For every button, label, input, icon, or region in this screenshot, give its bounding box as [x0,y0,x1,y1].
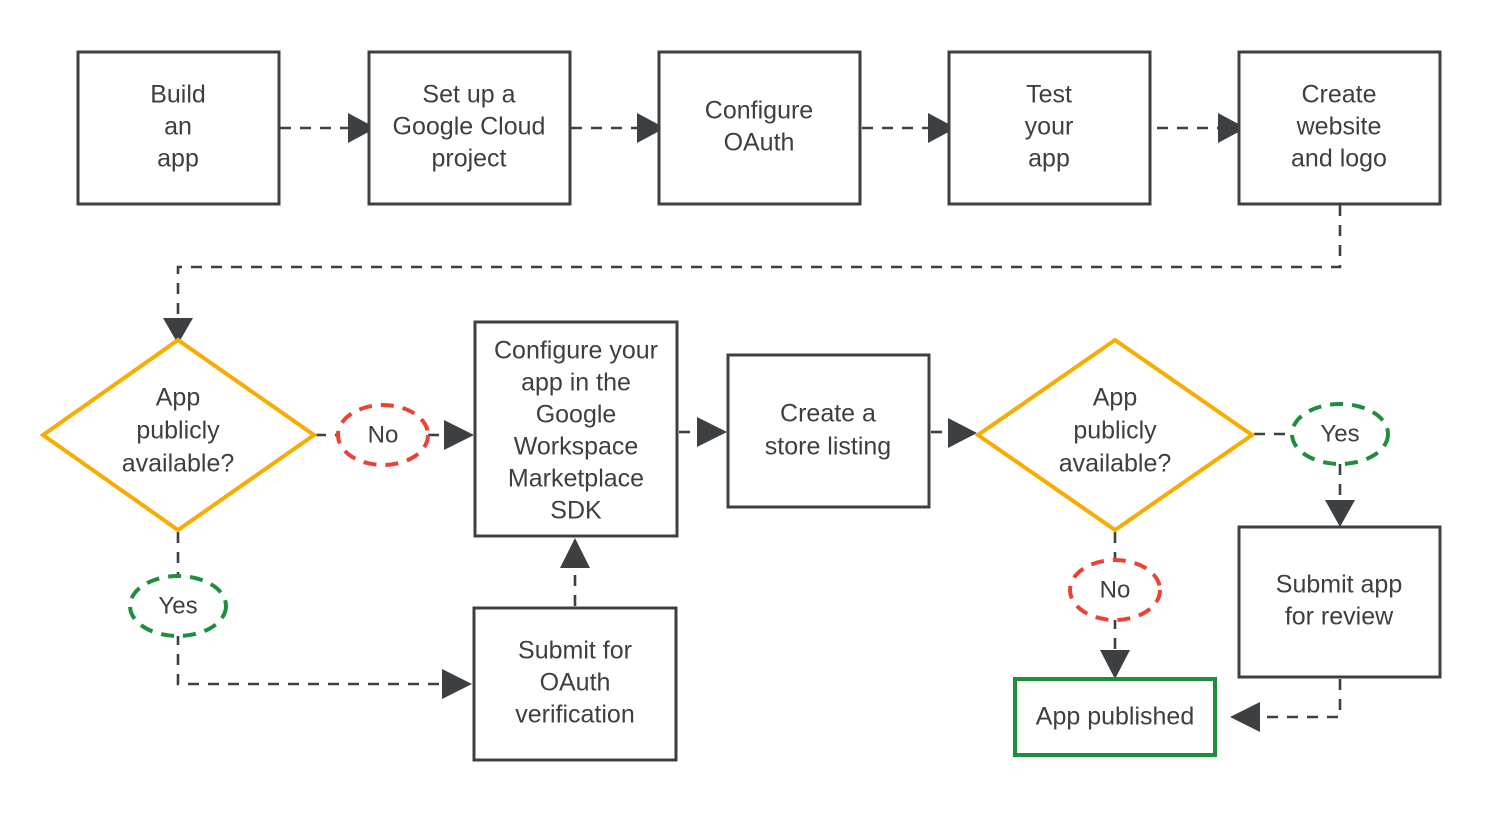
node-build-an-app-line-0: Build [150,81,206,109]
node-submit-oauth-verification-line-0: Submit for [518,637,632,665]
node-decision-public-left[interactable]: App publicly available? [39,337,318,533]
node-create-website-and-logo-line-1: website [1296,113,1382,141]
node-configure-in-sdk-line-2: Google [536,401,617,429]
node-app-published-line-0: App published [1036,703,1194,731]
edge-submit-oauth-to-sdk [560,538,590,606]
edge-label-yes-right-text: Yes [1320,420,1359,447]
node-set-up-google-cloud-line-0: Set up a [422,81,515,109]
node-create-store-listing-line-0: Create a [780,400,876,428]
edge-test-to-website [1157,113,1246,143]
node-build-an-app-line-2: app [157,145,199,173]
node-submit-oauth-verification[interactable]: Submit for OAuth verification [472,606,678,762]
edge-label-yes-left: Yes [128,574,228,638]
node-decision-public-right-line-1: publicly [1073,417,1157,445]
node-submit-oauth-verification-line-1: OAuth [540,669,611,697]
node-configure-oauth-line-1: OAuth [724,129,795,157]
edge-label-no-right-text: No [1100,576,1131,603]
edge-yes-label-to-submit-oauth [176,634,472,699]
edge-setup-to-oauth [571,113,665,143]
edge-store-listing-to-decision-right [931,418,977,448]
edge-no-label-to-app-published [1100,618,1130,679]
node-test-your-app-line-0: Test [1026,81,1072,109]
edge-sdk-to-store-listing [679,417,727,447]
node-set-up-google-cloud-line-1: Google Cloud [393,113,546,141]
edge-build-to-setup [280,113,376,143]
node-create-store-listing-line-1: store listing [765,433,891,461]
node-submit-oauth-verification-line-2: verification [515,701,635,729]
node-configure-in-sdk-line-0: Configure your [494,337,658,365]
edge-label-no-right: No [1068,558,1162,622]
edge-label-no-left-text: No [368,421,399,448]
node-set-up-google-cloud-line-2: project [431,145,506,173]
node-build-an-app-line-1: an [164,113,192,141]
edge-label-yes-right: Yes [1290,402,1390,466]
node-build-an-app[interactable]: Build an app [76,50,281,206]
node-test-your-app-line-2: app [1028,145,1070,173]
node-configure-in-sdk-line-1: app in the [521,369,631,397]
node-create-website-and-logo-line-2: and logo [1291,145,1387,173]
node-decision-public-left-line-1: publicly [136,417,220,445]
node-create-store-listing[interactable]: Create a store listing [726,353,931,509]
edge-label-layer: No Yes Yes No [128,402,1390,638]
edge-yes-label-to-submit-review [1325,464,1355,527]
node-decision-public-left-line-2: available? [122,450,235,478]
node-set-up-google-cloud[interactable]: Set up a Google Cloud project [367,50,572,206]
node-test-your-app-line-1: your [1025,113,1074,141]
edge-no-label-to-sdk [428,420,474,450]
node-decision-public-right-line-2: available? [1059,450,1172,478]
node-app-published[interactable]: App published [1013,677,1217,757]
node-decision-public-left-line-0: App [156,384,200,412]
edge-oauth-to-test [862,113,956,143]
edge-label-no-left: No [336,403,430,467]
node-configure-oauth-line-0: Configure [705,97,813,125]
edge-layer [163,113,1355,732]
node-decision-public-right[interactable]: App publicly available? [974,337,1256,533]
node-create-website-and-logo[interactable]: Create website and logo [1237,50,1442,206]
node-submit-app-for-review-line-0: Submit app [1276,571,1402,599]
edge-submit-review-to-app-published [1230,679,1342,732]
edge-label-yes-left-text: Yes [158,592,197,619]
node-create-website-and-logo-line-0: Create [1301,81,1376,109]
node-submit-app-for-review-line-1: for review [1285,603,1394,631]
node-configure-in-sdk-line-5: SDK [550,497,602,525]
node-configure-in-sdk[interactable]: Configure your app in the Google Workspa… [473,320,679,538]
node-test-your-app[interactable]: Test your app [947,50,1152,206]
node-configure-in-sdk-line-4: Marketplace [508,465,644,493]
node-submit-app-for-review[interactable]: Submit app for review [1237,525,1442,679]
node-decision-public-right-line-0: App [1093,384,1137,412]
node-configure-in-sdk-line-3: Workspace [514,433,639,461]
node-layer: Build an app Set up a Google Cloud proje… [39,50,1442,762]
node-configure-oauth[interactable]: Configure OAuth [657,50,862,206]
edge-website-to-decision-left [163,205,1342,344]
